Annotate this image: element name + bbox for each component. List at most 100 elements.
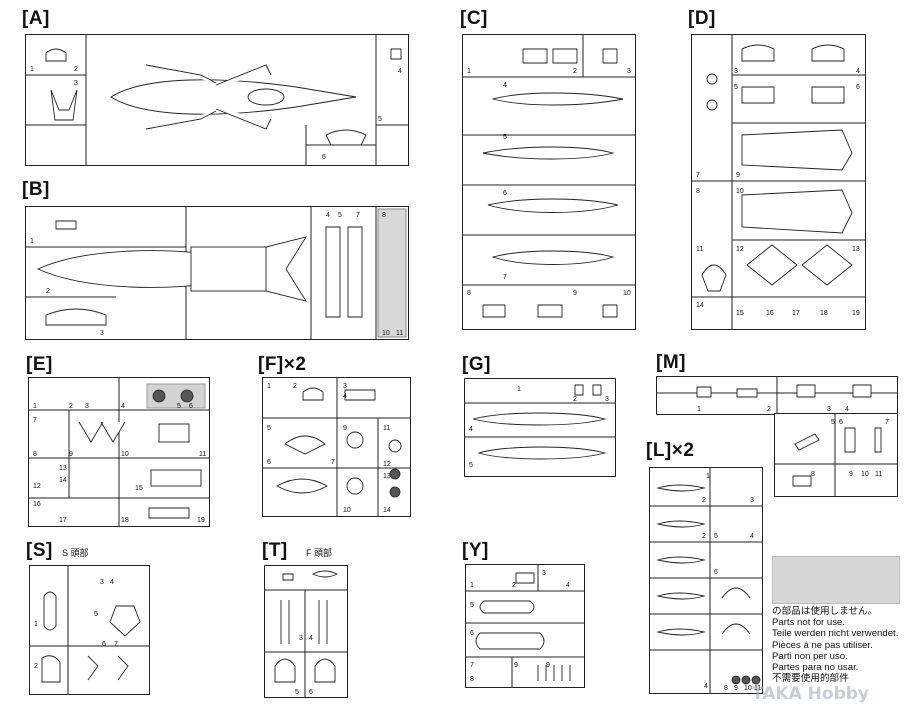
svg-text:6: 6 [102, 641, 106, 648]
sprue-a-label: [A] [22, 8, 50, 29]
svg-text:1: 1 [517, 386, 521, 393]
svg-text:7: 7 [331, 459, 335, 466]
sprue-t-label: [T] [262, 540, 288, 561]
svg-text:7: 7 [470, 662, 474, 669]
sprue-b-label: [B] [22, 179, 50, 200]
svg-text:4: 4 [343, 393, 347, 400]
legend-line: 不需要使用的部件 [772, 673, 849, 685]
svg-text:5: 5 [94, 611, 98, 618]
legend-line: Parts not for use. [772, 617, 846, 629]
svg-text:5: 5 [469, 462, 473, 469]
svg-text:11: 11 [199, 451, 206, 458]
svg-text:9: 9 [69, 451, 73, 458]
svg-text:4: 4 [326, 212, 330, 219]
sprue-t-sublabel: F 頭部 [306, 548, 332, 558]
legend-line: Parti non per uso. [772, 650, 848, 662]
svg-text:9: 9 [343, 425, 347, 432]
legend-line: の部品は使用しません。 [772, 606, 878, 617]
svg-text:10: 10 [623, 290, 631, 297]
svg-text:3: 3 [74, 80, 78, 87]
svg-text:17: 17 [59, 517, 67, 524]
svg-text:3: 3 [100, 330, 104, 337]
sprue-d-label: [D] [688, 8, 716, 29]
svg-text:6: 6 [856, 84, 860, 91]
svg-text:18: 18 [121, 517, 129, 524]
sprue-c-label: [C] [460, 8, 488, 29]
svg-text:16: 16 [766, 310, 774, 317]
legend-line: Pièces á ne pas utiliser. [772, 639, 873, 651]
svg-text:3: 3 [827, 406, 831, 413]
svg-text:11: 11 [383, 425, 390, 432]
legend-line: Teile werden nicht verwendet. [772, 628, 899, 640]
svg-text:4: 4 [704, 683, 708, 690]
svg-text:2: 2 [293, 383, 297, 390]
svg-text:7: 7 [114, 641, 118, 648]
svg-text:8: 8 [724, 685, 728, 692]
svg-text:10: 10 [744, 685, 752, 692]
svg-text:5: 5 [338, 212, 342, 219]
svg-text:2: 2 [767, 406, 771, 413]
svg-text:5: 5 [177, 403, 181, 410]
svg-text:10: 10 [382, 330, 390, 337]
svg-text:1: 1 [467, 68, 471, 75]
svg-text:10: 10 [736, 188, 744, 195]
svg-text:2: 2 [702, 497, 706, 504]
legend-line: Partes para no usar. [772, 662, 859, 674]
svg-text:9: 9 [734, 685, 738, 692]
svg-text:19: 19 [852, 310, 860, 317]
svg-text:11: 11 [696, 246, 703, 253]
svg-text:13: 13 [59, 465, 67, 472]
svg-text:4: 4 [121, 403, 125, 410]
svg-text:16: 16 [33, 501, 41, 508]
svg-text:1: 1 [697, 406, 701, 413]
svg-text:6: 6 [267, 459, 271, 466]
svg-text:2: 2 [69, 403, 73, 410]
svg-text:6: 6 [322, 154, 326, 161]
svg-text:19: 19 [197, 517, 205, 524]
svg-text:8: 8 [467, 290, 471, 297]
svg-text:13: 13 [383, 473, 391, 480]
svg-text:4: 4 [750, 533, 754, 540]
svg-text:10: 10 [121, 451, 129, 458]
svg-text:1: 1 [34, 621, 38, 628]
svg-text:3: 3 [542, 570, 546, 577]
svg-text:7: 7 [503, 274, 507, 281]
svg-text:7: 7 [696, 172, 700, 179]
svg-text:5: 5 [831, 419, 835, 426]
svg-text:7: 7 [885, 419, 889, 426]
svg-text:6: 6 [470, 630, 474, 637]
svg-text:7: 7 [356, 212, 360, 219]
svg-text:11: 11 [396, 330, 403, 337]
sprue-g-label: [G] [462, 354, 491, 375]
svg-text:8: 8 [470, 676, 474, 683]
svg-text:15: 15 [135, 485, 143, 492]
sprue-s-sublabel: S 頭部 [62, 548, 89, 558]
svg-text:8: 8 [811, 471, 815, 478]
svg-text:9: 9 [546, 662, 550, 669]
svg-text:5: 5 [503, 134, 507, 141]
svg-text:3: 3 [85, 403, 89, 410]
svg-text:12: 12 [33, 483, 41, 490]
svg-text:9: 9 [849, 471, 853, 478]
svg-text:5: 5 [734, 84, 738, 91]
svg-text:5: 5 [295, 689, 299, 696]
svg-text:1: 1 [33, 403, 37, 410]
svg-text:2: 2 [573, 396, 577, 403]
svg-text:4: 4 [566, 582, 570, 589]
svg-text:6: 6 [503, 190, 507, 197]
svg-text:1: 1 [30, 66, 34, 73]
